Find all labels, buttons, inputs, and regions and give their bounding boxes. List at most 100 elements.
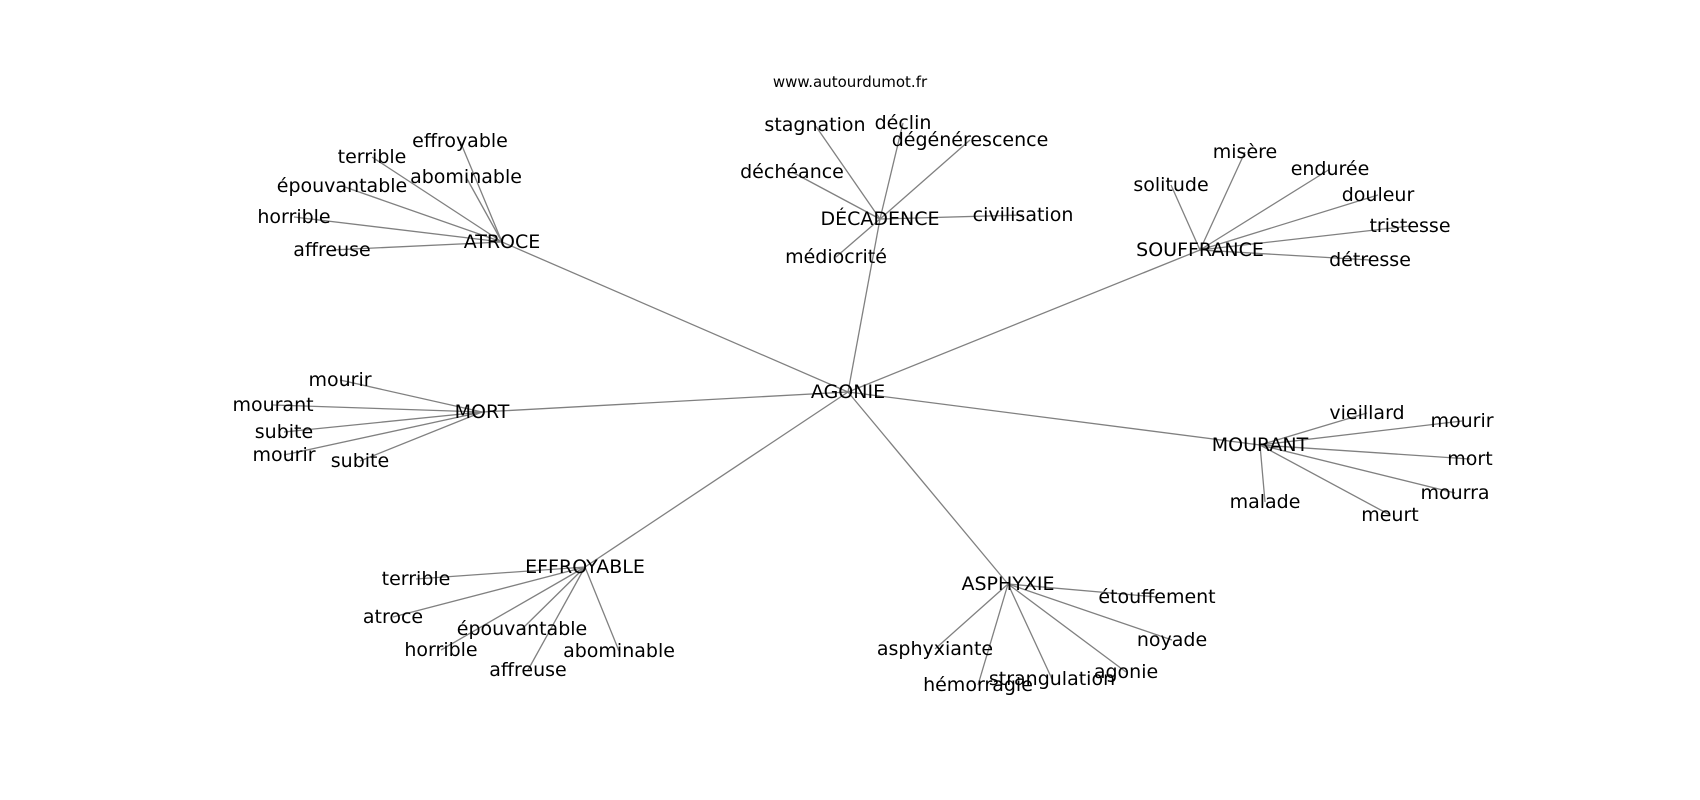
hub-node-label: MOURANT — [1212, 434, 1309, 456]
leaf-node-label: horrible — [257, 206, 330, 228]
hub-node-label: MORT — [455, 401, 510, 423]
edge-hub-leaf — [1259, 444, 1471, 460]
leaf-node-label: détresse — [1329, 249, 1411, 271]
edge-hub-leaf — [1259, 444, 1266, 503]
edge-hub-leaf — [440, 566, 586, 651]
edge-hub-leaf — [1007, 583, 1127, 673]
edge-root-hub — [847, 218, 881, 393]
leaf-node-label: mourir — [308, 369, 371, 391]
hub-node-label: ATROCE — [464, 231, 541, 253]
edge-hub-leaf — [339, 379, 483, 413]
leaf-node-label: douleur — [1342, 184, 1415, 206]
leaf-node-label: atroce — [363, 606, 423, 628]
leaf-node-label: tristesse — [1369, 215, 1450, 237]
leaf-node-label: terrible — [338, 146, 407, 168]
leaf-node-label: strangulation — [989, 668, 1115, 690]
leaf-node-label: étouffement — [1098, 586, 1215, 608]
leaf-node-label: abominable — [563, 640, 675, 662]
edge-hub-leaf — [1199, 194, 1379, 251]
edge-hub-leaf — [977, 583, 1009, 686]
edge-hub-leaf — [879, 214, 1024, 220]
edge-hub-leaf — [1007, 583, 1053, 680]
leaf-node-label: médiocrité — [785, 246, 887, 268]
edge-hub-leaf — [465, 176, 503, 243]
leaf-node-label: épouvantable — [457, 618, 587, 640]
leaf-node-label: mourir — [1430, 410, 1493, 432]
edge-hub-leaf — [359, 411, 483, 462]
leaf-node-label: agonie — [1094, 661, 1158, 683]
hub-node-label: EFFROYABLE — [525, 556, 645, 578]
leaf-node-label: malade — [1230, 491, 1301, 513]
leaf-node-label: épouvantable — [277, 175, 407, 197]
leaf-node-label: mort — [1447, 448, 1492, 470]
leaf-node-label: terrible — [382, 568, 451, 590]
edge-root-hub — [501, 241, 849, 393]
leaf-node-label: misère — [1213, 141, 1277, 163]
leaf-node-label: solitude — [1133, 174, 1208, 196]
edge-hub-leaf — [371, 156, 503, 243]
leaf-node-label: déclin — [875, 112, 932, 134]
edge-hub-leaf — [879, 139, 971, 220]
hub-node-label: ASPHYXIE — [961, 573, 1054, 595]
leaf-node-label: déchéance — [740, 161, 844, 183]
edge-hub-leaf — [527, 566, 586, 671]
edge-hub-leaf — [1199, 225, 1411, 251]
edge-root-hub — [584, 391, 849, 568]
leaf-node-label: vieillard — [1329, 402, 1404, 424]
edge-hub-leaf — [814, 124, 881, 220]
edge-hub-leaf — [341, 185, 503, 243]
leaf-node-label: noyade — [1137, 629, 1207, 651]
leaf-node-label: affreuse — [293, 239, 370, 261]
edge-root-hub — [847, 249, 1201, 393]
edge-hub-leaf — [283, 411, 483, 456]
nodes-layer: AGONIEATROCEeffroyableterribleabominable… — [232, 112, 1493, 696]
root-node-label: AGONIE — [811, 381, 885, 403]
edge-hub-leaf — [293, 216, 503, 243]
leaf-node-label: civilisation — [973, 204, 1074, 226]
leaf-node-label: mourant — [232, 394, 313, 416]
edge-hub-leaf — [331, 241, 503, 251]
edge-hub-leaf — [272, 404, 483, 413]
leaf-node-label: asphyxiante — [877, 638, 993, 660]
leaf-node-label: dégénérescence — [892, 129, 1049, 151]
hub-node-label: SOUFFRANCE — [1136, 239, 1264, 261]
leaf-node-label: affreuse — [489, 659, 566, 681]
edge-hub-leaf — [934, 583, 1009, 650]
leaf-node-label: hémorragie — [923, 674, 1033, 696]
leaf-node-label: effroyable — [412, 130, 508, 152]
leaf-node-label: stagnation — [764, 114, 865, 136]
edge-hub-leaf — [584, 566, 620, 652]
edge-hub-leaf — [1259, 444, 1456, 494]
edge-hub-leaf — [283, 411, 483, 433]
edge-hub-leaf — [1007, 583, 1173, 641]
edge-hub-leaf — [1170, 184, 1201, 251]
edge-hub-leaf — [835, 218, 881, 258]
leaf-node-label: horrible — [404, 639, 477, 661]
hub-node-label: DÉCADENCE — [820, 207, 939, 230]
edge-root-hub — [847, 391, 1261, 446]
edge-hub-leaf — [459, 140, 503, 243]
edge-root-hub — [481, 391, 849, 413]
edge-hub-leaf — [1199, 249, 1371, 261]
edge-hub-leaf — [879, 122, 904, 220]
leaf-node-label: mourra — [1420, 482, 1489, 504]
edge-hub-leaf — [521, 566, 586, 630]
edge-hub-leaf — [1199, 168, 1331, 251]
edge-hub-leaf — [392, 566, 586, 618]
edge-hub-leaf — [1007, 583, 1158, 598]
leaf-node-label: abominable — [410, 166, 522, 188]
leaf-node-label: endurée — [1291, 158, 1370, 180]
source-label: www.autourdumot.fr — [773, 73, 928, 91]
edge-hub-leaf — [791, 171, 881, 220]
leaf-node-label: subite — [331, 450, 389, 472]
edge-root-hub — [847, 391, 1009, 585]
edges-layer — [272, 122, 1471, 686]
leaf-node-label: mourir — [252, 444, 315, 466]
edge-hub-leaf — [1259, 444, 1391, 516]
leaf-node-label: subite — [255, 421, 313, 443]
edge-hub-leaf — [415, 566, 586, 580]
edge-hub-leaf — [1199, 151, 1246, 251]
edge-hub-leaf — [1259, 412, 1368, 446]
leaf-node-label: meurt — [1361, 504, 1419, 526]
